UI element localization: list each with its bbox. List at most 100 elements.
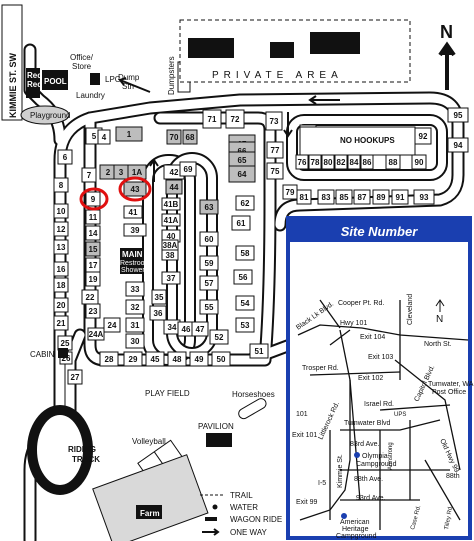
campsite-label: 56 — [239, 273, 248, 282]
campsite-32 — [125, 299, 145, 315]
private-building-1 — [188, 38, 234, 58]
campsite-91 — [391, 189, 409, 205]
private-building-3 — [310, 32, 360, 54]
pavilion-label: PAVILION — [198, 422, 234, 431]
american-heritage-marker-icon — [341, 513, 347, 519]
inset-i5: I-5 — [318, 480, 326, 487]
campsite-48 — [167, 351, 187, 367]
campsite-24 — [103, 317, 121, 333]
campsite-label: 62 — [241, 199, 250, 208]
campsite-label: 87 — [358, 193, 367, 202]
inset-olympia-cg2: Campground — [356, 461, 397, 468]
campsite-label: 19 — [89, 275, 98, 284]
campsite-58 — [235, 245, 255, 261]
campsite-75 — [266, 162, 284, 180]
campsite-36 — [149, 305, 167, 321]
campsite-52 — [209, 329, 229, 345]
campsite-label: 39 — [131, 226, 140, 235]
campsite-label: 16 — [57, 265, 66, 274]
campsite-label: 45 — [151, 355, 160, 364]
campsite-55 — [199, 299, 219, 315]
inset-olympia-cg1: Olympia — [362, 453, 388, 460]
campsite-label: 92 — [419, 132, 428, 141]
campsite-6 — [57, 149, 73, 165]
inset-exit101-a: Exit 101 — [292, 432, 317, 439]
track-label: TRACK — [72, 455, 100, 464]
inset-exit99: Exit 99 — [296, 499, 318, 506]
campsite-94 — [447, 137, 469, 153]
campsite-label: 53 — [241, 321, 250, 330]
campsite-label: 95 — [454, 111, 463, 120]
campsite-label: 58 — [241, 249, 250, 258]
one-way-arrow-icon — [118, 77, 151, 93]
location-inset: Site Number N Black Lk Blvd. Cooper Pt. … — [286, 216, 474, 540]
campsite-61 — [231, 215, 251, 231]
campsite-95 — [447, 107, 469, 123]
campsite-24A — [87, 327, 105, 341]
inset-cleveland: Cleveland — [407, 294, 414, 325]
campsite-label: 33 — [131, 285, 140, 294]
inset-israel: Israel Rd. — [364, 401, 394, 408]
wagon-ride-legend-icon — [205, 517, 217, 521]
campsite-69 — [179, 161, 197, 177]
main-label: MAIN — [122, 250, 143, 259]
campsite-29 — [123, 351, 143, 367]
campsite-label: 10 — [57, 207, 66, 216]
inset-88th-ave: 88th Ave. — [354, 476, 383, 483]
campsite-label: 30 — [131, 337, 140, 346]
campsite-label: 57 — [205, 279, 214, 288]
campsite-label: 76 — [298, 158, 307, 167]
campsite-10 — [53, 203, 69, 219]
campsite-label: 69 — [184, 165, 193, 174]
inset-ahc3: Campground — [336, 533, 377, 540]
campsite-label: 77 — [271, 146, 280, 155]
campsite-label: 49 — [195, 355, 204, 364]
campsite-38 — [161, 249, 179, 261]
horseshoes-pit — [238, 398, 267, 420]
campsite-label: 54 — [241, 299, 250, 308]
north-arrow-icon — [438, 41, 456, 90]
campsite-label: 32 — [131, 303, 140, 312]
campsite-18 — [53, 277, 69, 293]
campsite-50 — [211, 351, 231, 367]
riding-track — [27, 405, 93, 495]
no-hookups-label: NO HOOKUPS — [340, 136, 395, 145]
campsite-72 — [225, 109, 245, 129]
farm-area — [92, 454, 209, 541]
campsite-label: 75 — [271, 167, 280, 176]
campsite-label: 84 — [350, 158, 359, 167]
street-label: KIMMIE ST. SW — [8, 52, 18, 118]
dumpsters-label: Dumpsters — [167, 56, 176, 95]
campsite-77 — [266, 141, 284, 159]
campsite-41B — [161, 197, 181, 211]
campsite-label: 78 — [311, 158, 320, 167]
campsite-label: 38A — [163, 241, 178, 250]
private-building-2 — [270, 42, 294, 58]
campsite-label: 29 — [129, 355, 138, 364]
farm-building — [136, 505, 162, 519]
campsite-label: 41B — [164, 200, 179, 209]
inset-tilley: Tilley Rd. — [444, 505, 454, 531]
riding-label: RIDING — [68, 445, 96, 454]
campsite-41 — [123, 205, 143, 219]
showers-label: Showers — [121, 267, 149, 274]
campsite-label: 85 — [340, 193, 349, 202]
north-label: N — [440, 22, 453, 42]
cabin-label: CABIN — [30, 350, 55, 359]
campsite-label: 51 — [255, 347, 264, 356]
campsite-43 — [123, 181, 147, 197]
campsite-label: 93 — [420, 193, 429, 202]
campsite-label: 31 — [131, 321, 140, 330]
campsite-59 — [199, 255, 219, 271]
map-legend: TRAIL WATER WAGON RIDE ONE WAY — [200, 491, 282, 537]
inset-ups: UPS — [394, 412, 406, 418]
campsite-label: 48 — [173, 355, 182, 364]
one-way-arrow-icon — [149, 158, 159, 182]
legend-one-way: ONE WAY — [230, 528, 268, 537]
campsite-label: 41 — [129, 208, 138, 217]
campsite-label: 91 — [396, 193, 405, 202]
kimmie-street: KIMMIE ST. SW — [1, 4, 23, 121]
cabin-building — [58, 348, 68, 358]
